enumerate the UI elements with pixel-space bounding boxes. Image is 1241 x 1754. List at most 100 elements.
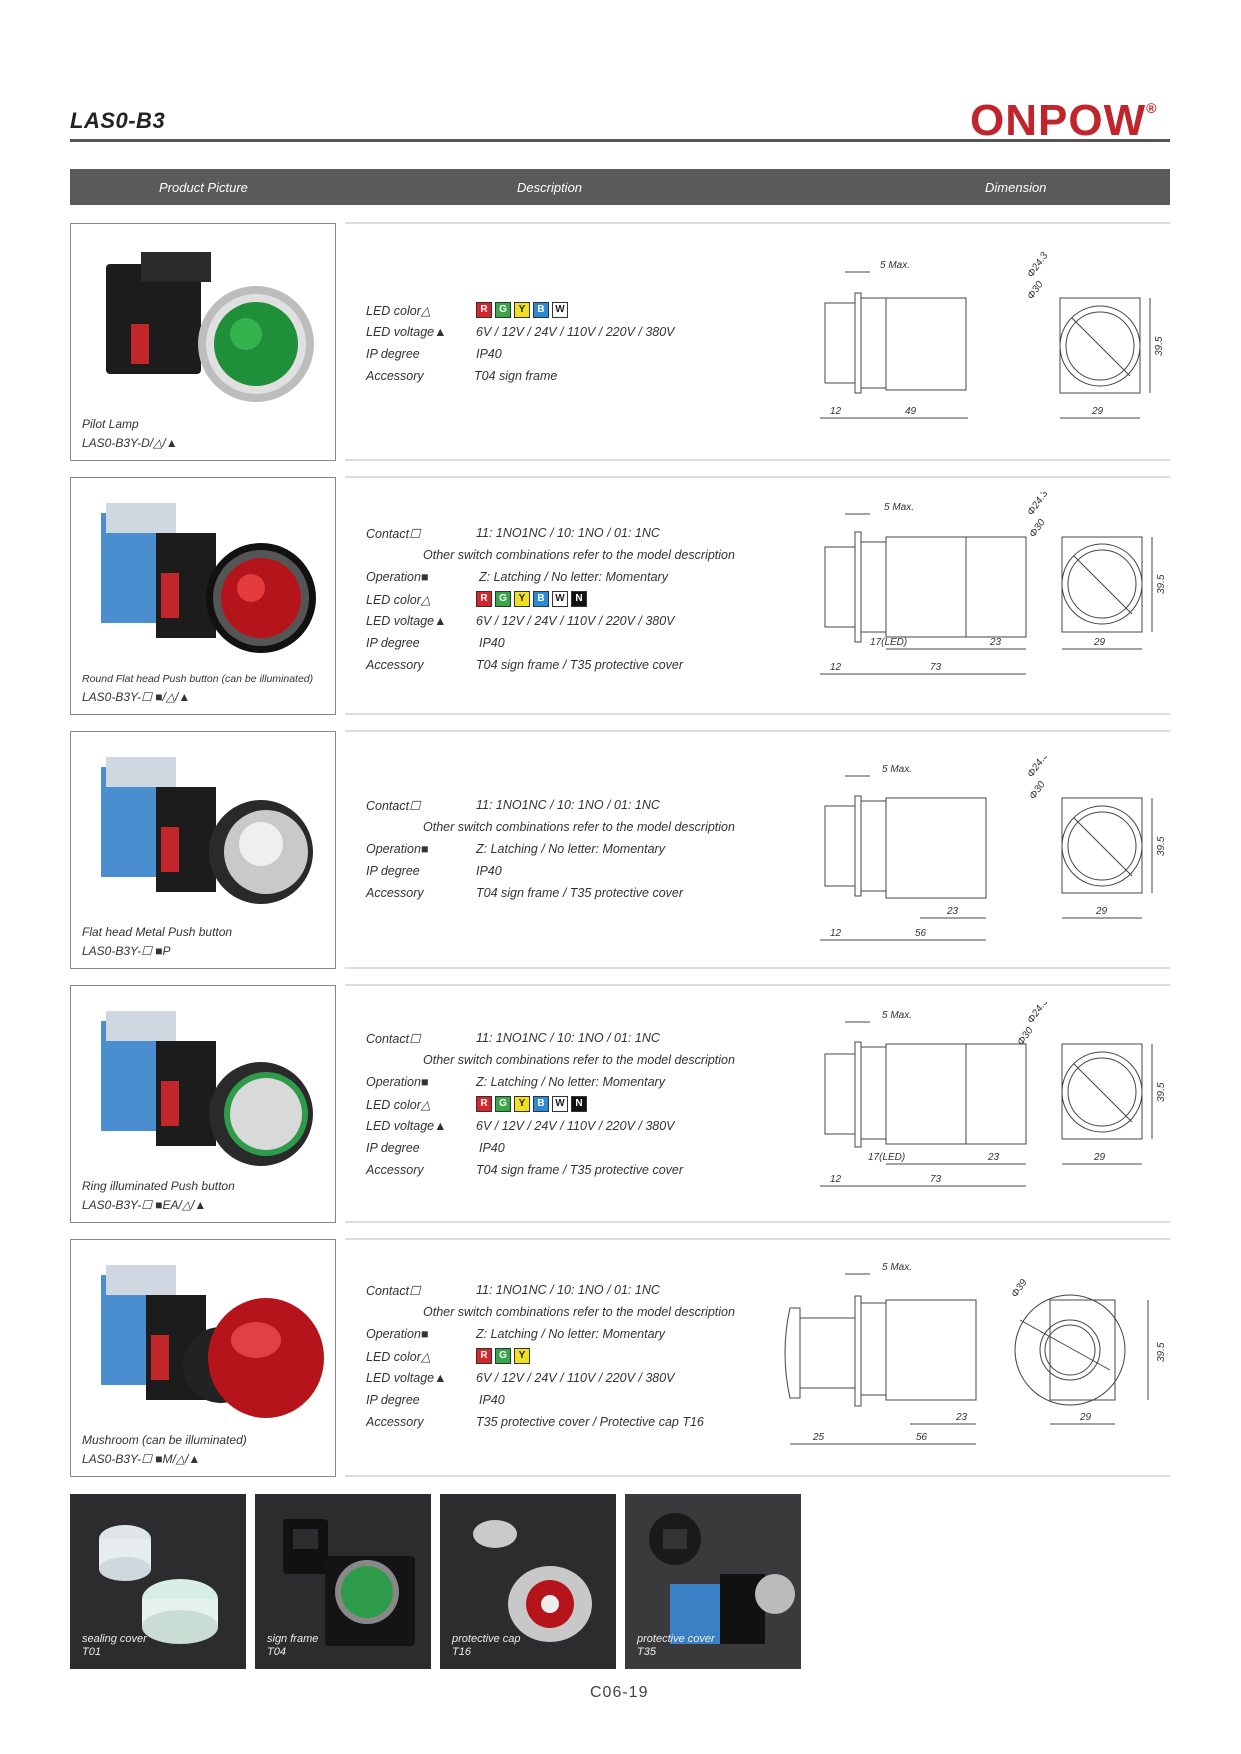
label-ip-degree: IP degree (366, 1393, 420, 1407)
other-combos-note: Other switch combinations refer to the m… (423, 1305, 735, 1319)
dim-d1: Φ24.3 (1025, 1002, 1050, 1026)
other-combos-note: Other switch combinations refer to the m… (423, 1053, 735, 1067)
label-accessory: Accessory (366, 1415, 424, 1429)
chip-w: W (552, 1096, 568, 1112)
ip-value: IP40 (479, 636, 505, 650)
label-led-voltage: LED voltage▲ (366, 1371, 447, 1385)
brand-logo: ONPOW® (970, 96, 1157, 146)
dim-led: 17(LED) (868, 1152, 905, 1163)
metal-flat-button-image (101, 757, 313, 904)
label-contact: Contact☐ (366, 1284, 421, 1298)
mushroom-button-image (101, 1265, 324, 1418)
chip-g: G (495, 1096, 511, 1112)
product-name: Round Flat head Push button (can be illu… (82, 673, 314, 685)
accessory-name: sign frame (267, 1633, 319, 1645)
dim-top: 5 Max. (882, 1010, 912, 1021)
product-photo-pilot-lamp: Pilot Lamp LAS0-B3Y-D/△/▲ (70, 223, 336, 461)
label-operation: Operation■ (366, 1327, 429, 1341)
registered-mark: ® (1146, 100, 1158, 116)
row-divider (345, 1221, 1170, 1223)
row-divider (345, 967, 1170, 969)
contact-value: 11: 1NO1NC / 10: 1NO / 01: 1NC (476, 1031, 660, 1045)
dim-top: 5 Max. (882, 764, 912, 775)
chip-g: G (495, 302, 511, 318)
accessory-value: T04 sign frame / T35 protective cover (476, 658, 684, 672)
row-divider (345, 713, 1170, 715)
contact-value: 11: 1NO1NC / 10: 1NO / 01: 1NC (476, 798, 660, 812)
dim-d2: Φ30 (1025, 279, 1045, 302)
dim-sub: 23 (989, 637, 1002, 648)
other-combos-note: Other switch combinations refer to the m… (423, 820, 735, 834)
label-led-color: LED color△ (366, 304, 431, 318)
chip-r: R (476, 1348, 492, 1364)
label-led-color: LED color△ (366, 1350, 431, 1364)
row-divider (345, 476, 1170, 478)
title-rule (70, 139, 1170, 142)
product-model: LAS0-B3Y-☐ ■M/△/▲ (82, 1452, 201, 1466)
chip-w: W (552, 302, 568, 318)
product-model: LAS0-B3Y-☐ ■/△/▲ (82, 690, 191, 704)
label-contact: Contact☐ (366, 1032, 421, 1046)
accessory-value: T35 protective cover / Protective cap T1… (476, 1415, 704, 1429)
dimension-drawing-mushroom: 5 Max. 23 25 56 Φ39 39.5 29 (780, 1258, 1180, 1448)
accessory-code: T35 (637, 1646, 656, 1658)
dim-left: 12 (830, 928, 842, 939)
chip-g: G (495, 1348, 511, 1364)
product-model: LAS0-B3Y-D/△/▲ (82, 436, 178, 450)
accessory-name: protective cap (452, 1633, 521, 1645)
dim-led: 17(LED) (870, 637, 907, 648)
operation-value: Z: Latching / No letter: Momentary (476, 1075, 665, 1089)
row-divider (345, 1475, 1170, 1477)
chip-b: B (533, 591, 549, 607)
dim-w: 29 (1095, 906, 1108, 917)
product-name: Ring illuminated Push button (82, 1179, 235, 1193)
dim-d1: Φ24.3 (1025, 492, 1050, 518)
dimension-drawing-metal-flat: 5 Max. 23 12 56 Φ24.3 Φ30 39.5 29 (800, 750, 1180, 946)
dim-h: 39.5 (1154, 336, 1165, 356)
col-dimension: Dimension (985, 180, 1047, 195)
chip-b: B (533, 1096, 549, 1112)
product-photo-metal-flat: Flat head Metal Push button LAS0-B3Y-☐ ■… (70, 731, 336, 969)
accessory-value: T04 sign frame / T35 protective cover (476, 1163, 684, 1177)
accessory-code: T04 (267, 1646, 286, 1658)
label-operation: Operation■ (366, 570, 429, 584)
dim-left: 25 (812, 1432, 825, 1443)
chip-y: Y (514, 1348, 530, 1364)
row-divider (345, 984, 1170, 986)
label-operation: Operation■ (366, 1075, 429, 1089)
dim-d2: Φ30 (1027, 779, 1047, 802)
operation-value: Z: Latching / No letter: Momentary (476, 842, 665, 856)
ip-value: IP40 (476, 864, 502, 878)
dim-main: 49 (905, 406, 917, 417)
dim-w: 29 (1093, 1152, 1106, 1163)
protective-cover-image (649, 1513, 795, 1644)
dimension-drawing-ring-illuminated: 5 Max. 17(LED) 23 12 73 Φ24.3 Φ30 39.5 2… (800, 996, 1180, 1192)
page-number: C06-19 (590, 1684, 649, 1701)
operation-value: Z: Latching / No letter: Momentary (479, 570, 668, 584)
led-voltage-value: 6V / 12V / 24V / 110V / 220V / 380V (476, 1119, 675, 1133)
ip-value: IP40 (479, 1141, 505, 1155)
protective-cap-image (473, 1520, 592, 1642)
col-description: Description (517, 180, 583, 195)
dim-left: 12 (830, 662, 842, 673)
operation-value: Z: Latching / No letter: Momentary (476, 1327, 665, 1341)
label-accessory: Accessory (366, 1163, 424, 1177)
dim-sub: 23 (955, 1412, 968, 1423)
label-ip-degree: IP degree (366, 864, 420, 878)
dim-d1: Φ39 (1009, 1277, 1029, 1300)
accessory-code: T16 (452, 1646, 471, 1658)
dim-h: 39.5 (1156, 836, 1167, 856)
dim-main: 73 (930, 1174, 942, 1185)
chip-r: R (476, 1096, 492, 1112)
pilot-lamp-image (106, 252, 314, 402)
dim-left: 12 (830, 1174, 842, 1185)
dim-sub: 23 (946, 906, 959, 917)
label-operation: Operation■ (366, 842, 429, 856)
